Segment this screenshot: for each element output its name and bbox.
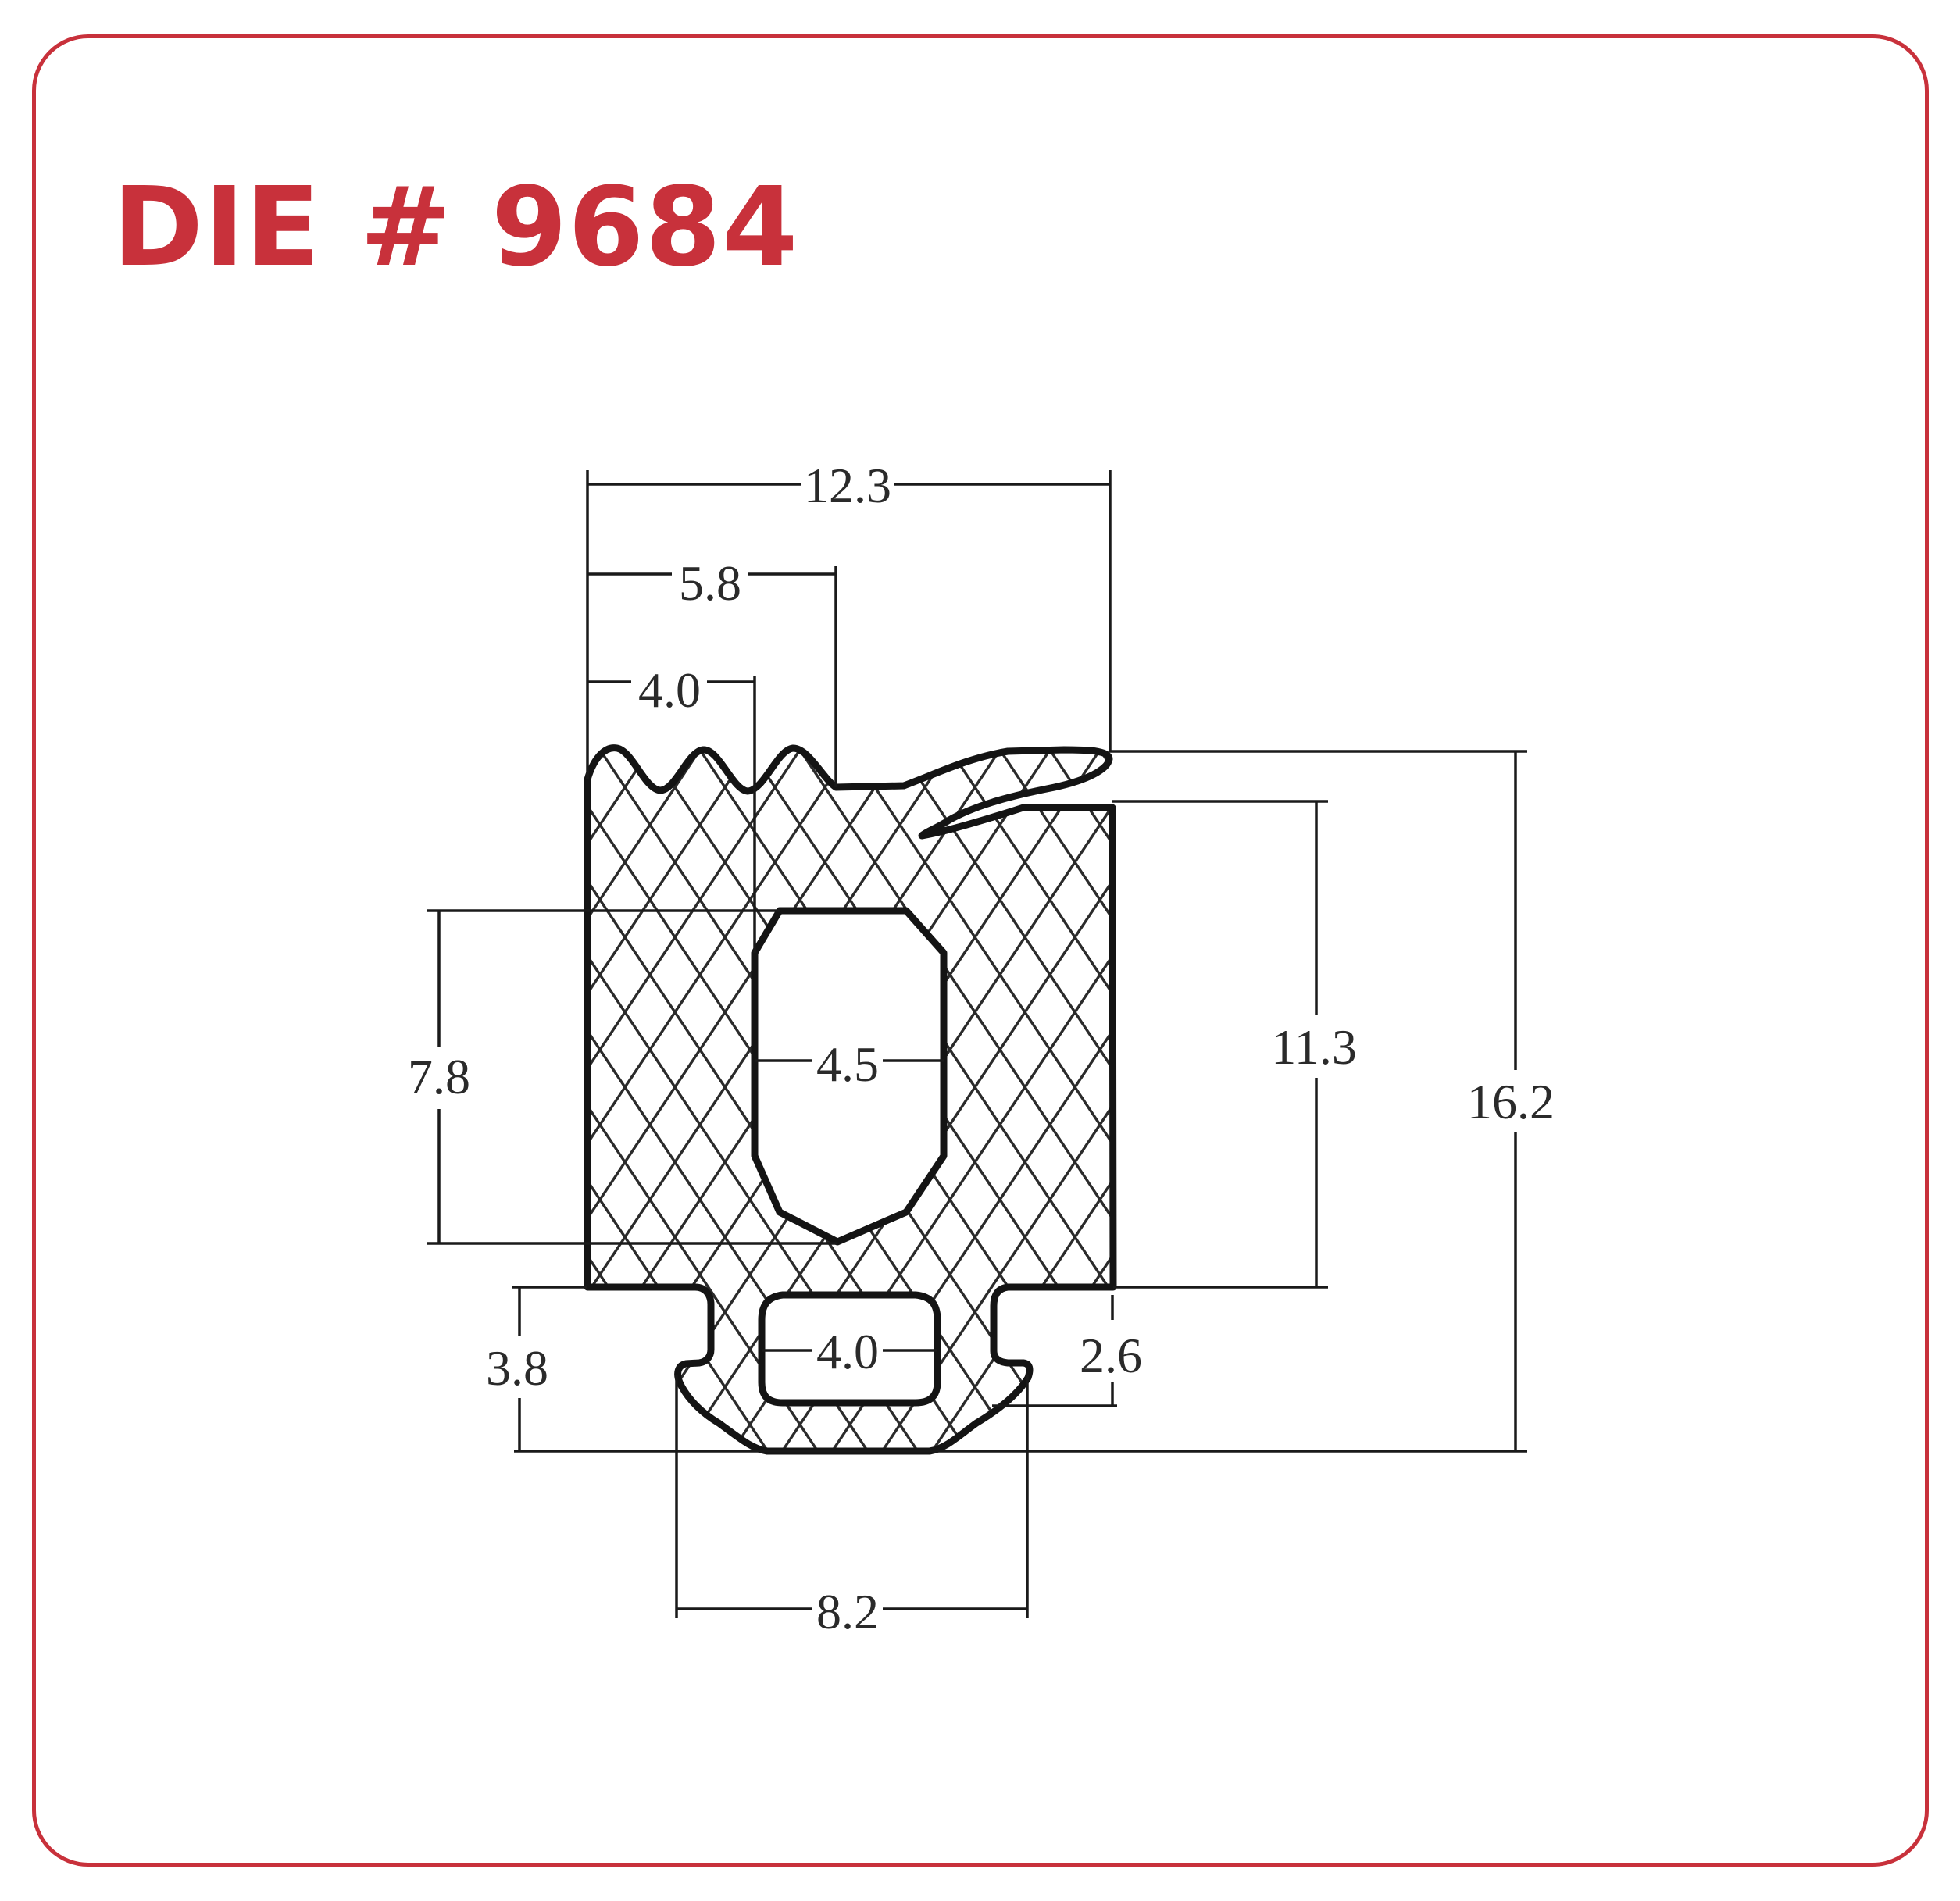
dim-4-5-label: 4.5	[816, 1036, 879, 1092]
dim-11-3	[1112, 800, 1328, 1289]
die-title: DIE # 9684	[112, 164, 799, 291]
dim-2-6	[992, 1295, 1117, 1407]
dim-11-3-label: 11.3	[1271, 1019, 1357, 1075]
dim-8-2	[675, 1375, 1029, 1618]
dim-16-2	[514, 750, 1527, 1453]
profile-body	[584, 744, 1117, 1455]
dim-16-2-label: 16.2	[1467, 1074, 1555, 1129]
dim-4-0-top-label: 4.0	[638, 662, 701, 718]
dim-7-8-label: 7.8	[408, 1049, 470, 1104]
dim-12-3	[586, 470, 1112, 779]
dim-3-8-label: 3.8	[486, 1340, 548, 1396]
dim-5-8	[587, 566, 837, 787]
dim-5-8-label: 5.8	[679, 555, 741, 611]
dim-3-8	[512, 1286, 587, 1451]
dim-12-3-label: 12.3	[804, 458, 891, 513]
dim-8-2-label: 8.2	[816, 1584, 879, 1639]
dim-4-0-top	[587, 676, 756, 953]
dim-2-6-label: 2.6	[1080, 1328, 1142, 1383]
dim-4-0-base-label: 4.0	[816, 1324, 879, 1379]
dim-7-8	[427, 909, 837, 1245]
